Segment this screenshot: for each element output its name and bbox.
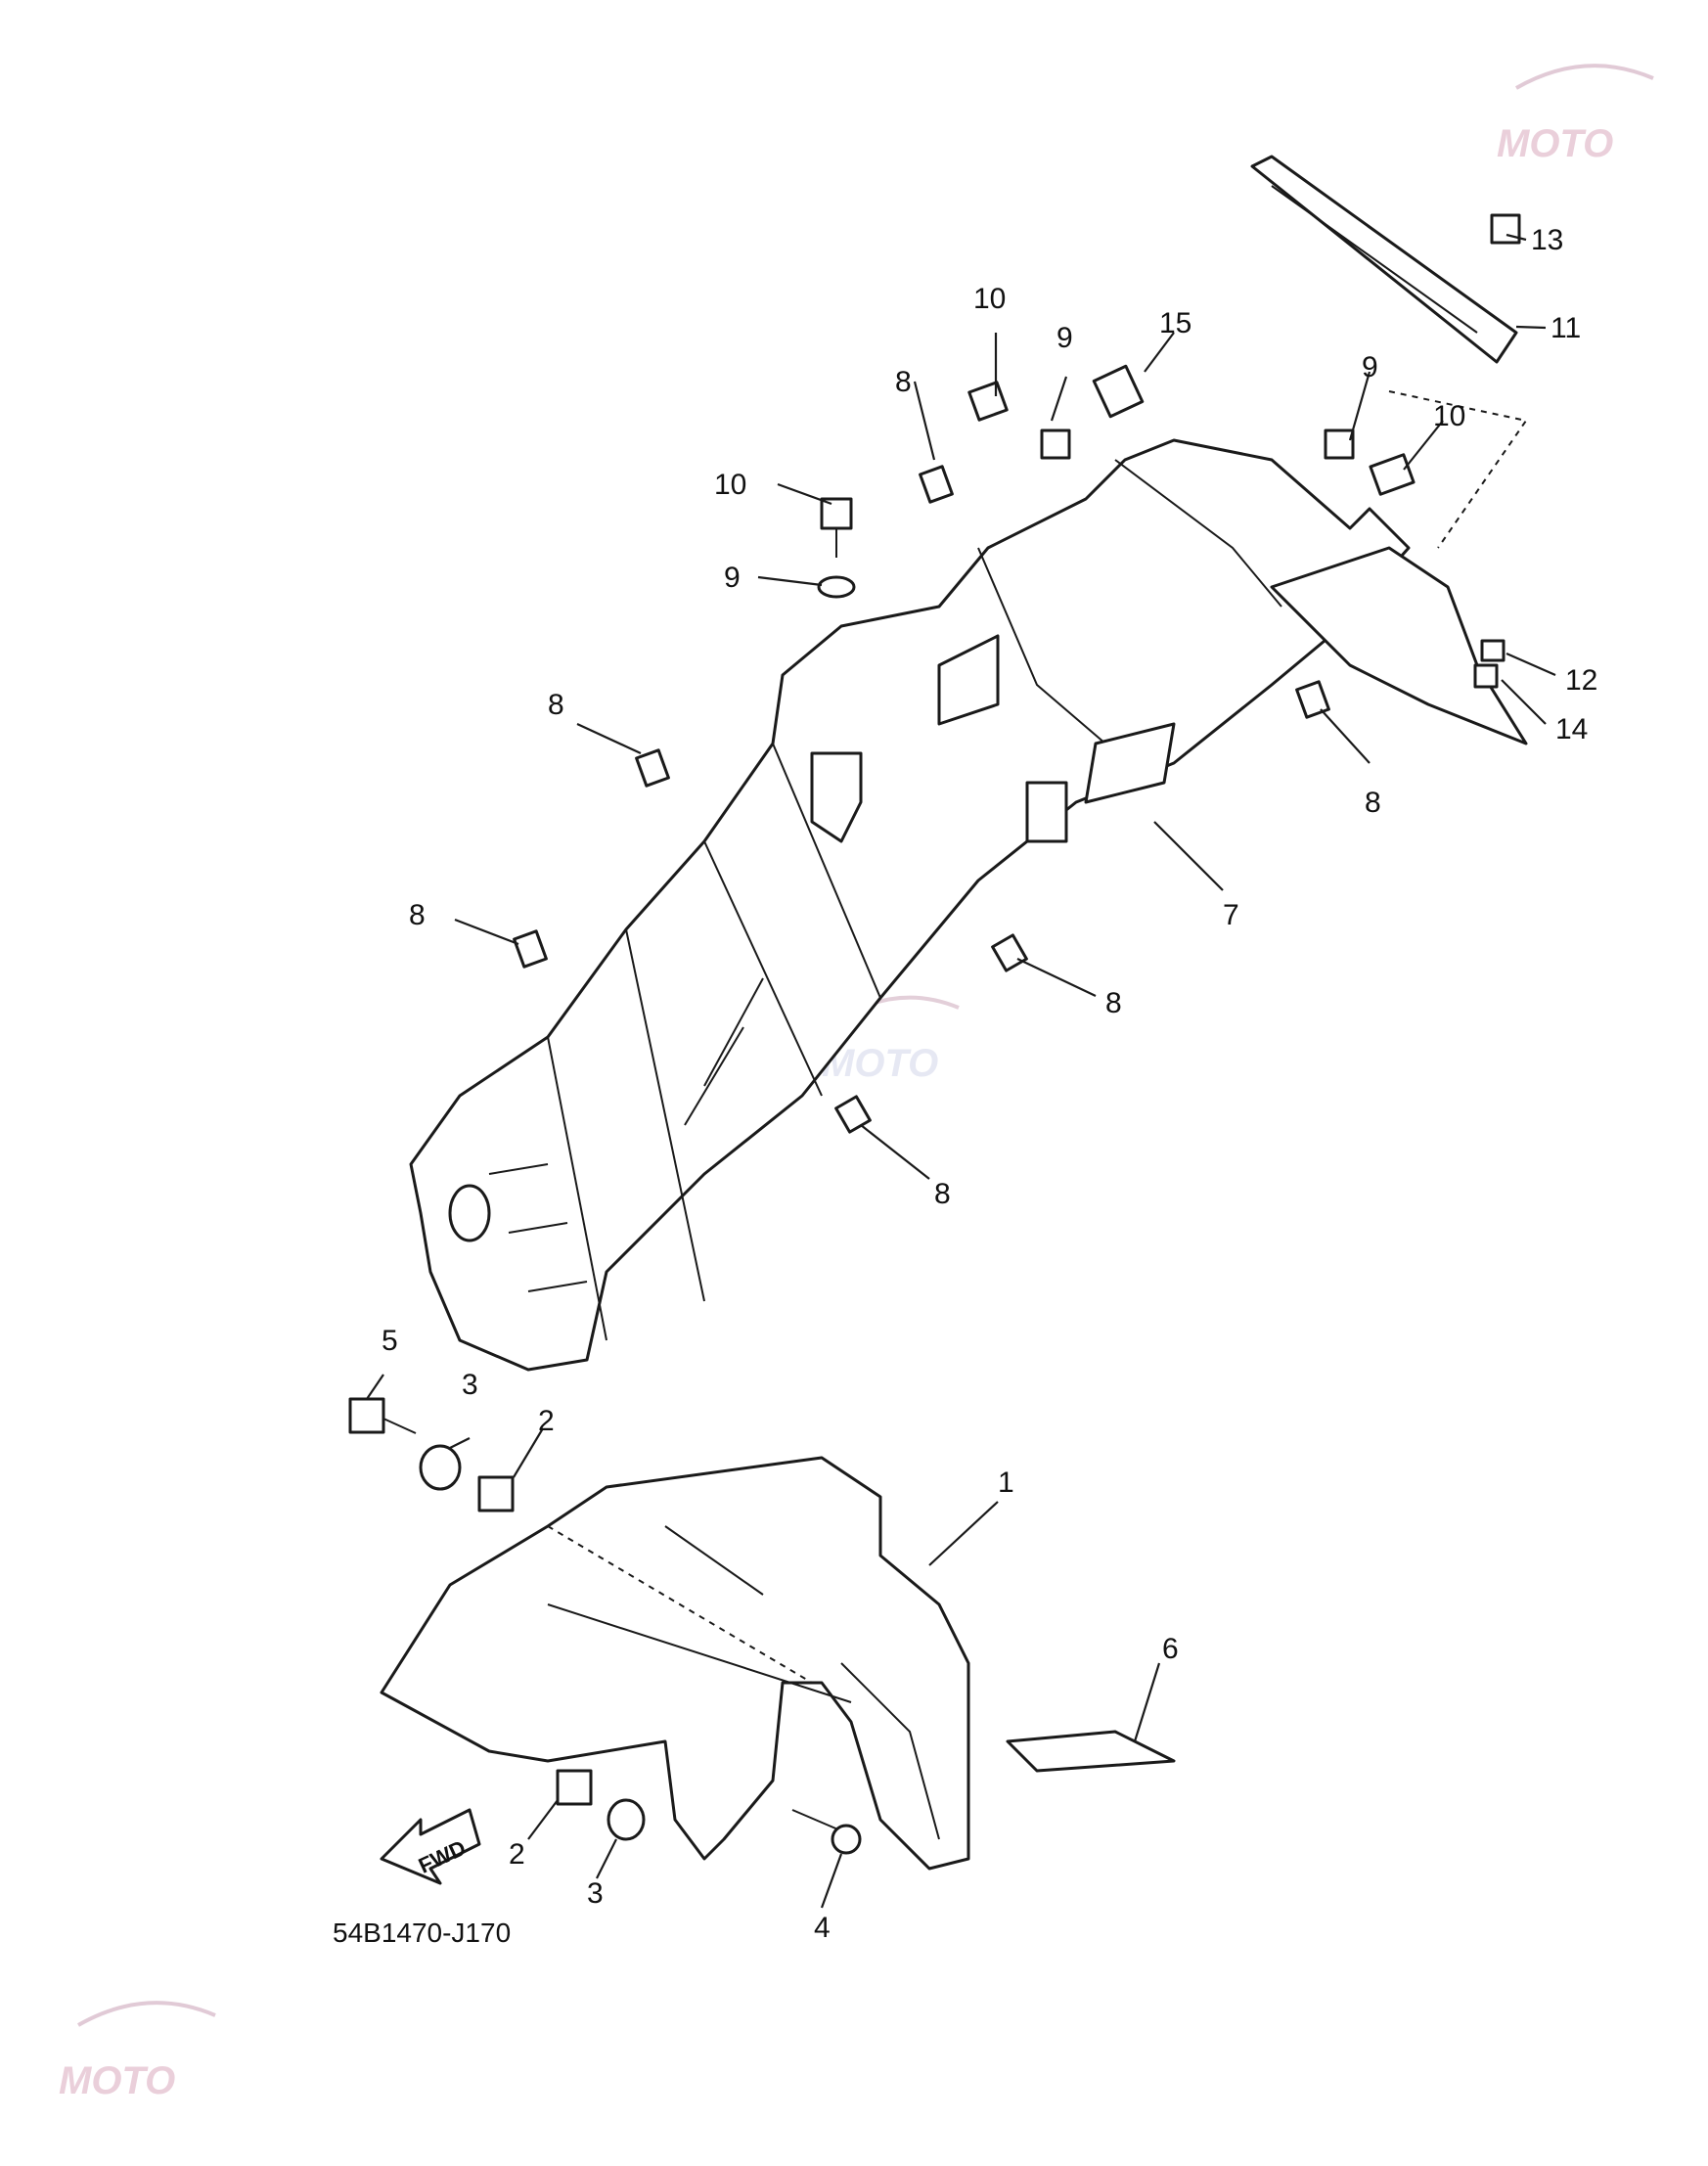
callout-7: 7 <box>1223 899 1239 931</box>
rear-fender <box>409 438 1411 1372</box>
callout-8-left-top: 8 <box>548 689 564 721</box>
callout-9-right: 9 <box>1362 351 1378 384</box>
license-bracket <box>1250 155 1528 549</box>
callout-4: 4 <box>814 1912 831 1944</box>
bolts <box>817 213 1521 689</box>
callout-12: 12 <box>1565 664 1597 697</box>
callout-2-top: 2 <box>538 1405 555 1437</box>
callout-14: 14 <box>1555 713 1588 745</box>
callout-9-mid: 9 <box>724 562 741 594</box>
callout-8-mid: 8 <box>1105 987 1122 1019</box>
watermark-text: MOTO <box>1497 122 1613 165</box>
callout-3-bottom: 3 <box>587 1877 604 1910</box>
callout-10-top: 10 <box>973 283 1006 315</box>
callout-6: 6 <box>1162 1633 1179 1665</box>
part-code: 54B1470-J170 <box>333 1918 511 1948</box>
front-hardware <box>348 1397 1176 1855</box>
callout-2-bottom: 2 <box>509 1838 525 1871</box>
tail-piece <box>1084 546 1528 804</box>
callout-labels: 13 11 15 9 10 8 10 9 9 10 12 14 8 7 8 8 … <box>382 224 1597 1944</box>
callout-8-left: 8 <box>409 899 426 931</box>
callout-15: 15 <box>1159 307 1191 339</box>
callout-5: 5 <box>382 1325 398 1357</box>
callout-10-mid: 10 <box>714 469 746 501</box>
callout-3-top: 3 <box>462 1369 478 1401</box>
clip-fasteners <box>513 465 1330 1134</box>
callout-1: 1 <box>998 1467 1014 1499</box>
watermark-bottom-left: MOTO <box>59 2001 216 2102</box>
callout-10-right: 10 <box>1433 400 1465 432</box>
fwd-arrow: FWD <box>380 1808 481 1885</box>
callout-11: 11 <box>1551 312 1581 344</box>
callout-8-bottom: 8 <box>934 1178 951 1210</box>
callout-8-right: 8 <box>1365 787 1381 819</box>
callout-8-top: 8 <box>895 366 912 398</box>
watermark-top-right: MOTO <box>1497 64 1654 165</box>
watermark-text: MOTO <box>59 2059 175 2102</box>
leaders <box>366 233 1556 1909</box>
front-fender <box>380 1456 970 1871</box>
callout-9-top: 9 <box>1056 322 1073 354</box>
callout-13: 13 <box>1531 224 1563 256</box>
